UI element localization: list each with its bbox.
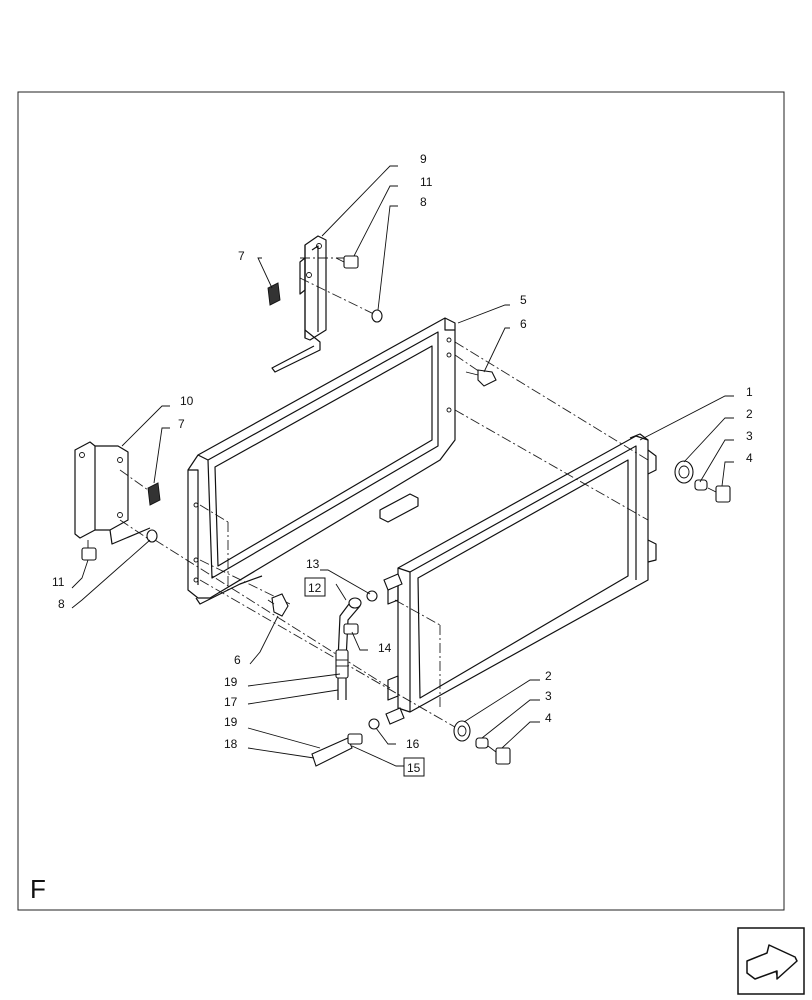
callout-19-lower: 19 xyxy=(224,715,238,729)
callout-7-upper: 7 xyxy=(238,249,245,263)
callout-9: 9 xyxy=(420,152,427,166)
callout-17: 17 xyxy=(224,695,238,709)
radiator-frame xyxy=(187,317,456,605)
mount-upper xyxy=(674,460,731,503)
upper-bracket xyxy=(271,235,327,373)
callout-6-lower: 6 xyxy=(234,653,241,667)
callout-1: 1 xyxy=(746,385,753,399)
callout-8-lower: 8 xyxy=(58,597,65,611)
callout-6-upper: 6 xyxy=(520,317,527,331)
callout-5: 5 xyxy=(520,293,527,307)
callout-12: 12 xyxy=(308,581,322,595)
clip-upper xyxy=(267,282,281,306)
next-page-button[interactable] xyxy=(737,927,805,995)
hose-assembly xyxy=(311,573,405,767)
callout-15-box xyxy=(403,757,425,777)
callout-18: 18 xyxy=(224,737,238,751)
callout-3-upper: 3 xyxy=(746,429,753,443)
mount-lower xyxy=(453,720,511,765)
callout-11-upper: 11 xyxy=(420,175,433,189)
lower-left-bracket xyxy=(74,441,151,545)
callout-15: 15 xyxy=(407,761,421,775)
callout-4-upper: 4 xyxy=(746,451,753,465)
washer-lower xyxy=(146,529,158,543)
callout-14: 14 xyxy=(378,641,392,655)
stud-lower xyxy=(267,593,289,617)
leader-lines xyxy=(71,165,734,767)
callout-2-upper: 2 xyxy=(746,407,753,421)
callout-2-lower: 2 xyxy=(545,669,552,683)
bolt-lower xyxy=(81,540,97,561)
next-page-arrow-icon xyxy=(737,927,805,995)
callout-13: 13 xyxy=(306,557,320,571)
callout-10: 10 xyxy=(180,394,194,408)
callout-3-lower: 3 xyxy=(545,689,552,703)
bolt-upper xyxy=(335,255,359,269)
callout-7-lower: 7 xyxy=(178,417,185,431)
callout-8-upper: 8 xyxy=(420,195,427,209)
diagram-frame xyxy=(17,91,785,911)
callout-16: 16 xyxy=(406,737,420,751)
callout-11-lower: 11 xyxy=(52,575,65,589)
callout-4-lower: 4 xyxy=(545,711,552,725)
callout-19-upper: 19 xyxy=(224,675,238,689)
callout-12-box xyxy=(304,577,326,597)
clip-lower xyxy=(147,482,161,506)
callout-labels: 9 11 8 7 5 6 1 2 3 4 10 7 11 8 6 13 12 1… xyxy=(52,152,753,777)
stud-upper xyxy=(465,369,497,387)
view-letter: F xyxy=(30,874,46,904)
cooler-core xyxy=(387,433,657,713)
washer-upper xyxy=(371,309,383,323)
